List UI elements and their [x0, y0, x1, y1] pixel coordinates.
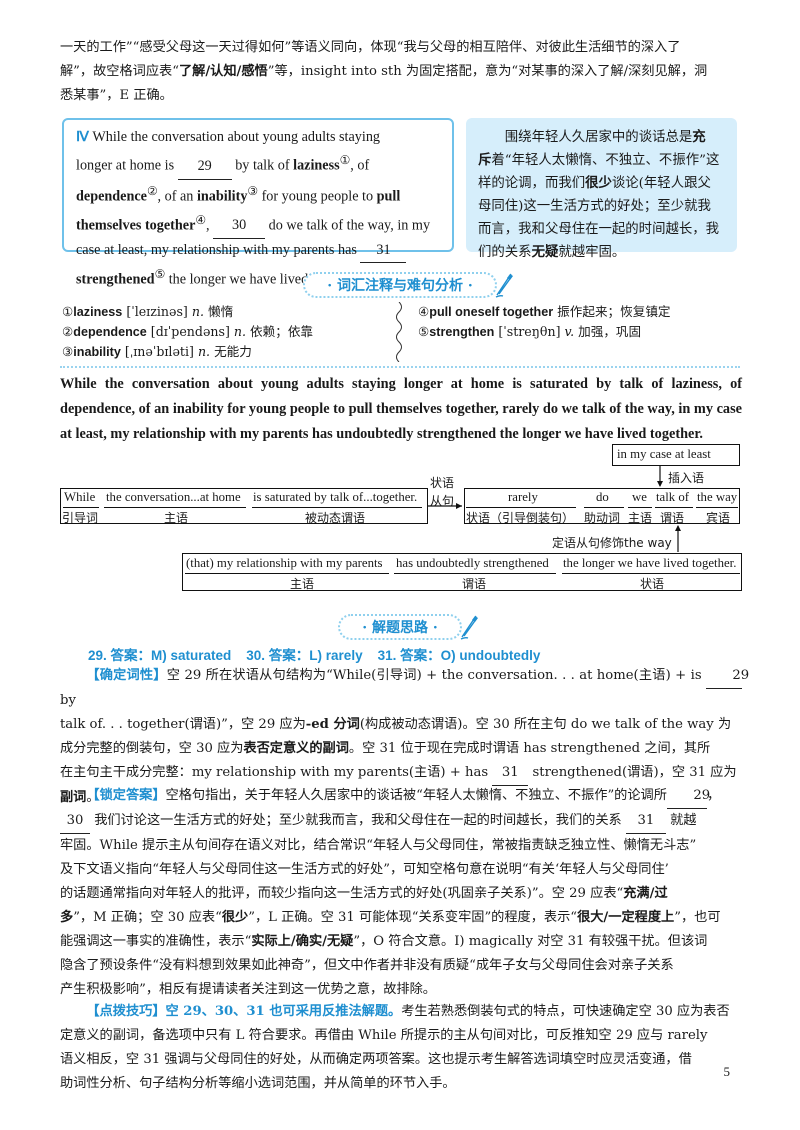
passage-text: Ⅳ While the conversation about young adu… — [76, 129, 431, 288]
translation-box: 围绕年轻人久居家中的谈话总是充 斥着“年轻人太懒惰、不独立、不振作”这 样的论调… — [466, 118, 737, 260]
vocab-item: ③inability [ˌɪnəˈbɪləti] n. 无能力 — [62, 344, 252, 359]
insertion-box — [612, 444, 740, 466]
blank-29: 29 — [177, 155, 232, 180]
solve-section-title: · 解题思路 · — [0, 614, 800, 640]
blank-31: 31 — [360, 239, 407, 264]
intro-paragraph: 一天的工作”“感受父母这一天过得如何”等语义同向，体现“我与父母的相互陪伴、对彼… — [60, 40, 708, 103]
vocab-list-left: ①laziness [ˈleɪzinəs] n. 懒惰 ②dependence … — [62, 302, 382, 362]
clause-box — [60, 488, 428, 524]
vocab-item: ①laziness [ˈleɪzinəs] n. 懒惰 — [62, 304, 234, 319]
vocab-item: ⑤strengthen [ˈstreŋθn] v. 加强，巩固 — [418, 324, 642, 339]
difficult-sentence: While the conversation about young adult… — [60, 376, 742, 442]
blank-30: 30 — [213, 214, 266, 239]
para-lock-answer: 【锁定答案】空格句指出，关于年轻人久居家中的谈话被“年轻人太懒惰、不独立、不振作… — [60, 784, 742, 1002]
dotted-divider — [60, 366, 740, 368]
relative-clause-box — [182, 553, 742, 591]
para-tips: 【点拨技巧】空 29、30、31 也可采用反推法解题。考生若熟悉倒装句式的特点，… — [60, 1004, 730, 1091]
vocab-list-right: ④pull oneself together 振作起来；恢复镇定 ⑤streng… — [418, 302, 738, 342]
main-clause-box — [464, 488, 740, 524]
diagram-arrows — [428, 466, 681, 552]
para-determine-pos: 【确定词性】空 29 所在状语从句结构为“While(引导词) + the co… — [60, 664, 749, 810]
page-number: 5 — [723, 1064, 731, 1079]
passage-box: Ⅳ While the conversation about young adu… — [62, 118, 454, 288]
answers-line: 29. 答案：M) saturated 30. 答案：L) rarely 31.… — [88, 648, 541, 663]
wavy-divider — [396, 302, 402, 362]
vocab-section-title: · 词汇注释与难句分析 · — [0, 272, 800, 298]
vocab-item: ②dependence [dɪˈpendəns] n. 依赖；依靠 — [62, 324, 314, 339]
pen-icon — [495, 273, 513, 298]
pen-icon — [460, 615, 478, 640]
vocab-item: ④pull oneself together 振作起来；恢复镇定 — [418, 304, 671, 319]
sentence-diagram: While the conversation...at home is satu… — [0, 440, 800, 610]
